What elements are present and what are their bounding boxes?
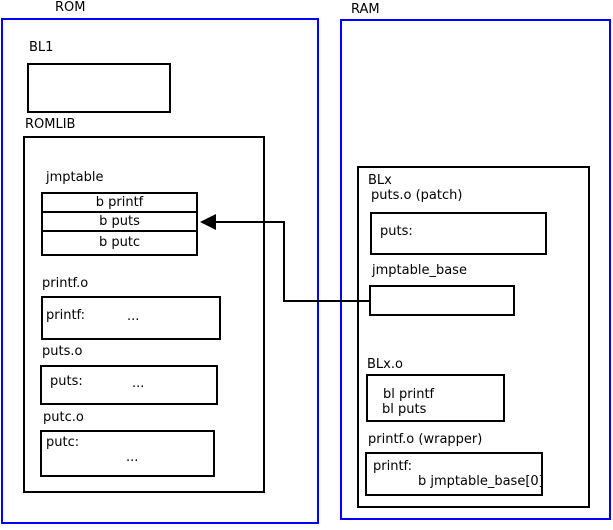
printf-o-box: printf: ... [41, 296, 221, 340]
jmptable-base-box [369, 285, 515, 316]
printf-wrapper-symbol: printf: [373, 459, 413, 474]
ram-title: RAM [351, 2, 380, 17]
jmptable-row-printf: b printf [41, 192, 198, 213]
putc-o-label: putc.o [43, 410, 84, 425]
printf-o-label: printf.o [42, 276, 89, 291]
puts-o-label: puts.o [42, 344, 83, 359]
jmptable-row-puts: b puts [41, 211, 198, 232]
blx-o-line-1: bl printf [383, 387, 435, 402]
bl1-label: BL1 [29, 40, 54, 55]
puts-body: ... [132, 376, 145, 391]
printf-body: ... [127, 309, 140, 324]
romlib-label: ROMLIB [25, 117, 76, 132]
printf-symbol: printf: [46, 308, 86, 323]
printf-wrapper-box: printf: b jmptable_base[0] [365, 452, 544, 496]
blx-o-label: BLx.o [367, 357, 403, 372]
putc-symbol: putc: [46, 435, 80, 450]
printf-wrapper-body: b jmptable_base[0] [418, 474, 544, 489]
puts-symbol: puts: [50, 374, 83, 389]
puts-patch-symbol: puts: [380, 224, 413, 239]
jmptable-table: b printf b puts b putc [41, 192, 198, 256]
jmptable-row-putc: b putc [41, 230, 198, 256]
blx-o-box: bl printf bl puts [366, 374, 505, 422]
putc-body: ... [126, 450, 139, 465]
blx-label: BLx [368, 173, 392, 188]
jmptable-base-label: jmptable_base [372, 263, 467, 278]
putc-o-box: putc: ... [40, 430, 215, 477]
rom-title: ROM [55, 0, 86, 15]
puts-patch-label: puts.o (patch) [371, 188, 463, 203]
jmptable-label: jmptable [46, 170, 104, 185]
puts-patch-box: puts: [370, 212, 547, 255]
blx-o-line-2: bl puts [382, 402, 427, 417]
puts-o-box: puts: ... [40, 365, 218, 405]
bl1-box [27, 63, 171, 113]
printf-wrapper-label: printf.o (wrapper) [368, 432, 483, 447]
